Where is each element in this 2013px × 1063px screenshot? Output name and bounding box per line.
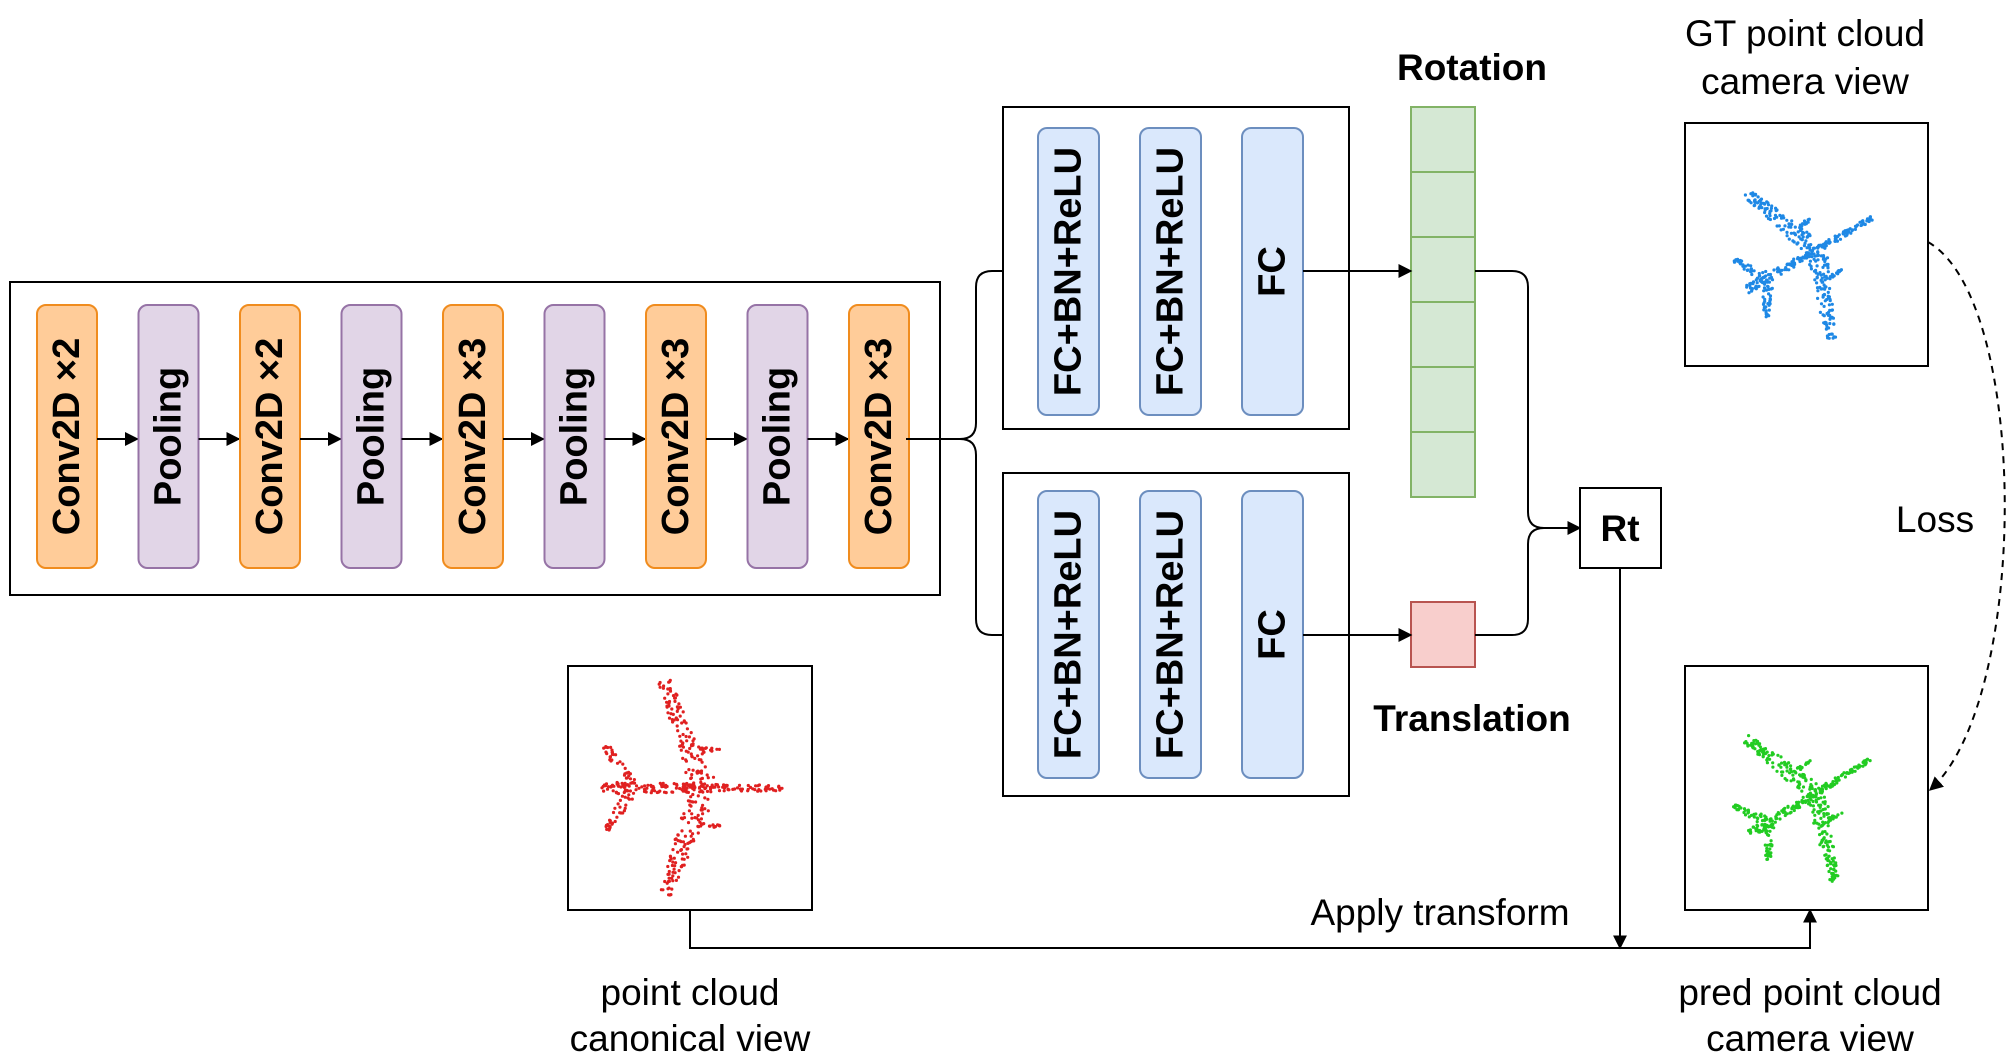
encoder-conv2d-2-block-3	[239, 304, 301, 569]
encoder-block-label-8: Pooling	[757, 367, 799, 506]
loss-dashed-arrow	[1927, 241, 2006, 791]
gt-title-line2: camera view	[1701, 61, 1909, 102]
translation-head-layer-label-1: FC+BN+ReLU	[1048, 510, 1090, 759]
rotation-cell-6	[1410, 431, 1476, 498]
encoder-blocks: Conv2D ×2 Pooling Conv2D ×2 Pooling Conv2D ×…	[36, 304, 910, 569]
canonical-point-cloud	[600, 678, 784, 897]
encoder-block-label-3: Conv2D ×2	[249, 338, 291, 535]
rt-label: Rt	[1600, 508, 1639, 549]
encoder-block-label-4: Pooling	[351, 367, 393, 506]
loss-label: Loss	[1896, 499, 1974, 540]
translation-output-vector	[1410, 601, 1476, 668]
rotation-cell-4	[1410, 301, 1476, 368]
pred-view-box	[1684, 665, 1929, 911]
rt-box	[1579, 487, 1662, 569]
rotation-cell-1	[1410, 106, 1476, 173]
rotation-output-vector	[1410, 106, 1476, 498]
pred-title-line2: camera view	[1706, 1018, 1914, 1059]
pred-point-cloud	[1732, 734, 1872, 883]
translation-head-layers: FC+BN+ReLU FC+BN+ReLU FC	[1037, 490, 1304, 779]
rotation-to-rt-arrow	[1475, 270, 1582, 535]
encoder-conv2d-3-block-7	[645, 304, 707, 569]
split-to-translation-arrow	[906, 438, 1040, 642]
gt-title-line1: GT point cloud	[1685, 13, 1925, 54]
translation-head-layer-label-2: FC+BN+ReLU	[1150, 510, 1192, 759]
rotation-head-layer-label-2: FC+BN+ReLU	[1150, 147, 1192, 396]
translation-label: Translation	[1373, 698, 1570, 739]
rotation-cell-2	[1410, 171, 1476, 238]
encoder-conv2d-3-block-9	[848, 304, 910, 569]
encoder-block-label-9: Conv2D ×3	[858, 338, 900, 535]
encoder-pooling-block-4	[340, 304, 403, 569]
encoder-conv2d-3-block-5	[442, 304, 504, 569]
encoder-block-label-1: Conv2D ×2	[46, 338, 88, 535]
canonical-title-line2: canonical view	[570, 1018, 811, 1059]
split-to-rotation-arrow	[906, 264, 1040, 440]
rotation-head-layer-label-1: FC+BN+ReLU	[1048, 147, 1090, 396]
translation-head-fc-bn-relu-layer-1	[1037, 490, 1100, 779]
encoder-pooling-block-2	[137, 304, 200, 569]
rotation-cell-5	[1410, 366, 1476, 433]
translation-head-fc-bn-relu-layer-2	[1139, 490, 1202, 779]
encoder-block-label-2: Pooling	[148, 367, 190, 506]
rotation-head-fc-bn-relu-layer-2	[1139, 127, 1202, 416]
encoder-conv2d-2-block-1	[36, 304, 98, 569]
encoder-block-label-5: Conv2D ×3	[452, 338, 494, 535]
gt-view-box	[1684, 122, 1929, 367]
apply-transform-label: Apply transform	[1310, 892, 1569, 933]
translation-head-layer-label-3: FC	[1252, 609, 1294, 660]
rotation-head-layer-label-3: FC	[1252, 246, 1294, 297]
pred-title-line1: pred point cloud	[1678, 972, 1941, 1013]
encoder-block-label-7: Conv2D ×3	[655, 338, 697, 535]
encoder-block-label-6: Pooling	[554, 367, 596, 506]
canonical-title-line1: point cloud	[601, 972, 780, 1013]
gt-point-cloud	[1732, 191, 1874, 340]
encoder-pooling-block-6	[543, 304, 606, 569]
translation-to-rt-arrow	[1475, 527, 1545, 636]
rotation-head-layers: FC+BN+ReLU FC+BN+ReLU FC	[1037, 127, 1304, 416]
rotation-cell-3	[1410, 236, 1476, 303]
rotation-label: Rotation	[1397, 47, 1547, 88]
encoder-pooling-block-8	[746, 304, 809, 569]
apply-transform-arrow	[689, 908, 1817, 949]
rotation-head-fc-bn-relu-layer-1	[1037, 127, 1100, 416]
